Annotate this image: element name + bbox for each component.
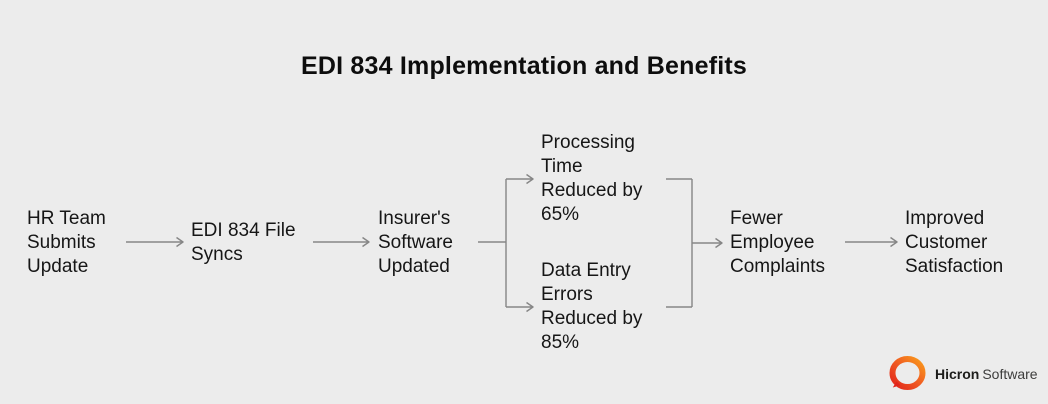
speech-bubble-ring-icon [888,354,926,394]
flow-node-hr-team: HR Team Submits Update [27,208,106,277]
arrow-merge-to-fewer [692,237,723,249]
flow-node-fewer-complaints: Fewer Employee Complaints [730,208,826,277]
diagram-title: EDI 834 Implementation and Benefits [301,52,747,80]
flow-node-edi-file-syncs: EDI 834 File Syncs [191,220,296,265]
arrow-fewer-to-improved [845,236,898,248]
arrow-split-to-processing [506,173,534,185]
arrow-split-to-dataentry [506,301,534,313]
arrow-edi-to-insurer [313,236,370,248]
flow-node-data-entry-errors: Data Entry Errors Reduced by 85% [541,260,643,353]
flow-node-insurer-software: Insurer's Software Updated [378,208,453,277]
brand-name-bold: Hicron [935,366,980,382]
brand-name-regular: Software [982,366,1038,382]
arrow-hr-to-edi [126,236,184,248]
flow-node-improved-satisfaction: Improved Customer Satisfaction [905,208,1004,277]
flow-node-processing-time: Processing Time Reduced by 65% [541,132,643,225]
